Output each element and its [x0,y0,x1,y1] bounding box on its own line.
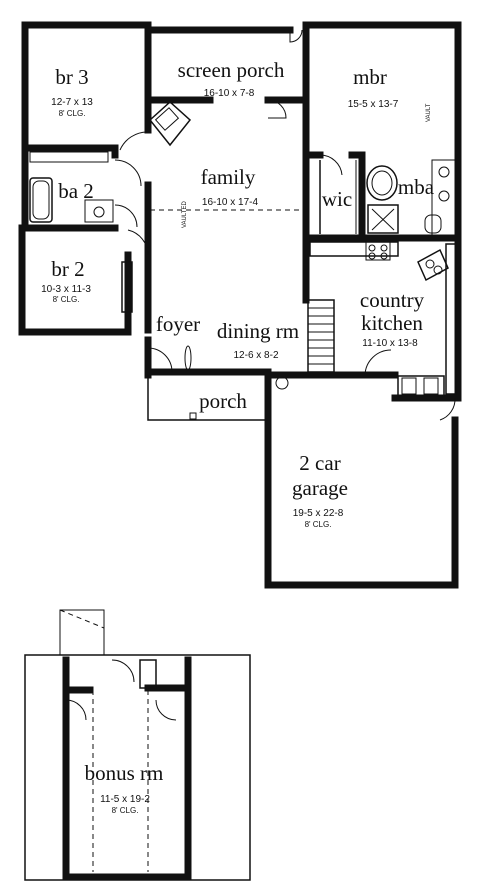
main-floor-walls [18,21,462,589]
family-name: family [201,165,256,189]
family-vaulted-label: VAULTED [182,201,188,228]
mba-name: mba [398,175,435,199]
porch-name: porch [199,389,247,413]
garage-clg: 8' CLG. [305,520,332,529]
family-dims: 16-10 x 17-4 [202,197,259,208]
kitchen-name-line2: kitchen [361,311,423,335]
mbr-name: mbr [353,65,387,89]
br3-dims: 12-7 x 13 [51,97,93,108]
bonus-floor-walls [24,609,251,881]
bonus-name: bonus rm [85,761,164,785]
wic-name: wic [322,187,352,211]
mbr-vault-label: VAULT [426,103,432,122]
room-labels: br 3 12-7 x 13 8' CLG. screen porch 16-1… [41,58,435,815]
main-floor-details [29,29,457,421]
dining-name: dining rm [217,319,299,343]
garage-name-line2: garage [292,476,348,500]
screen-porch-dims: 16-10 x 7-8 [204,88,255,99]
kitchen-name-line1: country [360,288,425,312]
mbr-dims: 15-5 x 13-7 [348,99,399,110]
bonus-clg: 8' CLG. [112,806,139,815]
foyer-name: foyer [156,312,200,336]
br3-name: br 3 [55,65,88,89]
bonus-dims: 11-5 x 19-2 [100,794,150,805]
garage-dims: 19-5 x 22-8 [293,508,344,519]
kitchen-dims: 11-10 x 13-8 [362,338,418,349]
br3-clg: 8' CLG. [59,109,86,118]
dining-dims: 12-6 x 8-2 [233,350,278,361]
br2-clg: 8' CLG. [53,295,80,304]
screen-porch-name: screen porch [178,58,285,82]
ba2-name: ba 2 [58,179,94,203]
br2-name: br 2 [51,257,84,281]
br2-dims: 10-3 x 11-3 [41,284,91,295]
garage-name-line1: 2 car [299,451,340,475]
